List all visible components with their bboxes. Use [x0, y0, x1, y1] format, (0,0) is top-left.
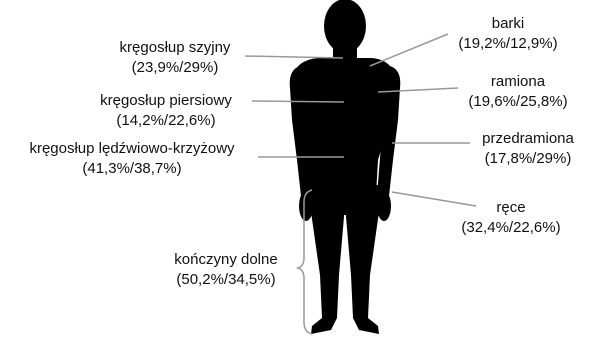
label-cervical-spine: kręgosłup szyjny (23,9%/29%) [105, 38, 245, 78]
label-hands-value: (32,4%/22,6%) [453, 218, 569, 238]
label-cervical-spine-value: (23,9%/29%) [105, 58, 245, 78]
label-hands-name: ręce [453, 198, 569, 218]
label-lumbosacral-spine-name: kręgosłup lędźwiowo-krzyżowy [6, 139, 258, 159]
label-thoracic-spine-value: (14,2%/22,6%) [80, 111, 252, 131]
label-arms-value: (19,6%/25,8%) [458, 92, 578, 112]
label-arms: ramiona (19,6%/25,8%) [458, 72, 578, 112]
label-lower-limbs-name: kończyny dolne [156, 250, 296, 270]
label-thoracic-spine-name: kręgosłup piersiowy [80, 91, 252, 111]
leader-line-thoracic [252, 101, 344, 102]
label-arms-name: ramiona [458, 72, 578, 92]
label-thoracic-spine: kręgosłup piersiowy (14,2%/22,6%) [80, 91, 252, 131]
label-lumbosacral-spine-value: (41,3%/38,7%) [6, 159, 258, 179]
label-hands: ręce (32,4%/22,6%) [453, 198, 569, 238]
label-forearms-value: (17,8%/29%) [470, 149, 586, 169]
human-silhouette [290, 0, 401, 334]
label-shoulders: barki (19,2%/12,9%) [448, 14, 568, 54]
leader-line-shoulders [370, 34, 448, 66]
label-forearms: przedramiona (17,8%/29%) [470, 129, 586, 169]
leader-line-cervical [245, 56, 343, 58]
label-shoulders-value: (19,2%/12,9%) [448, 34, 568, 54]
label-lower-limbs-value: (50,2%/34,5%) [156, 270, 296, 290]
label-cervical-spine-name: kręgosłup szyjny [105, 38, 245, 58]
label-lower-limbs: kończyny dolne (50,2%/34,5%) [156, 250, 296, 290]
label-shoulders-name: barki [448, 14, 568, 34]
silhouette-leg-left [310, 205, 345, 334]
label-forearms-name: przedramiona [470, 129, 586, 149]
label-lumbosacral-spine: kręgosłup lędźwiowo-krzyżowy (41,3%/38,7… [6, 139, 258, 179]
silhouette-leg-right [345, 205, 380, 334]
